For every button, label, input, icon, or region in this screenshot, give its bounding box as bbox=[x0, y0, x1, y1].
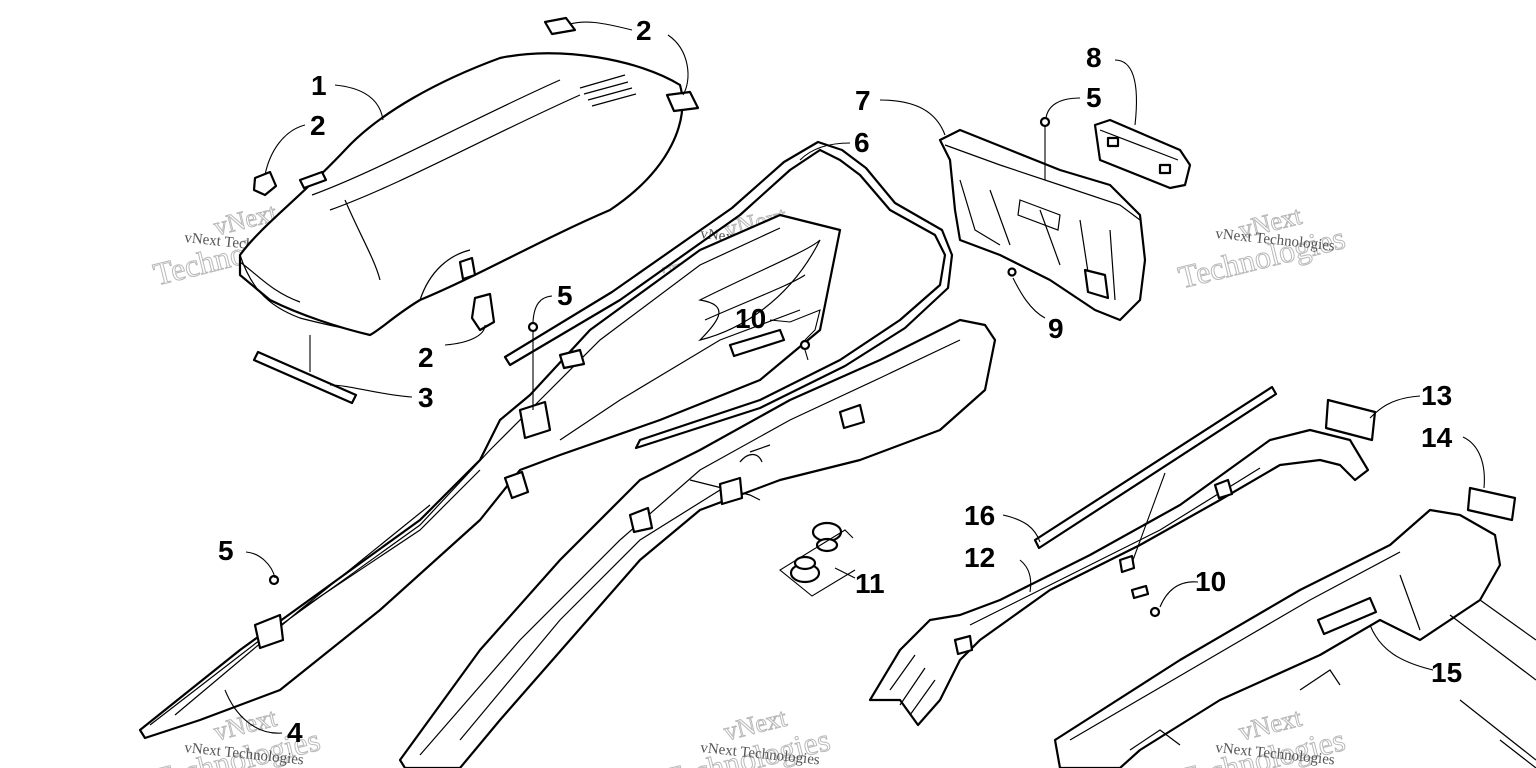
part-5-screw-b bbox=[527, 321, 539, 333]
callout-16: 16 bbox=[964, 500, 995, 531]
part-4-side-panel bbox=[138, 213, 842, 740]
part-13-decal bbox=[1324, 398, 1377, 442]
part-12-right-rail bbox=[868, 428, 1370, 727]
callout-7: 7 bbox=[855, 85, 871, 116]
part-7-tail-bracket bbox=[938, 128, 1147, 322]
part-2-clip-c bbox=[252, 170, 278, 197]
lower-center-panel bbox=[398, 318, 997, 768]
part-6-gasket bbox=[503, 140, 954, 450]
callout-5-left: 5 bbox=[218, 535, 234, 566]
callout-10-upper: 10 bbox=[735, 303, 766, 334]
callout-2-top: 2 bbox=[636, 15, 652, 46]
part-2-clip-b bbox=[665, 90, 700, 113]
part-2-clip-a bbox=[543, 16, 577, 36]
vent-grille bbox=[579, 74, 637, 107]
callout-4: 4 bbox=[287, 717, 303, 748]
part-8-tail-lens bbox=[1093, 118, 1192, 190]
callout-14: 14 bbox=[1421, 422, 1453, 453]
callout-1: 1 bbox=[311, 70, 327, 101]
callout-8: 8 bbox=[1086, 42, 1102, 73]
part-10-fastener-a bbox=[799, 339, 811, 351]
callout-5-middle: 5 bbox=[557, 280, 573, 311]
part-9-screw bbox=[1007, 267, 1017, 277]
part-15-rear-bumper bbox=[1053, 508, 1536, 768]
callout-9: 9 bbox=[1048, 313, 1064, 344]
part-10-fastener-b bbox=[1130, 584, 1161, 618]
callout-2-bottom: 2 bbox=[418, 342, 434, 373]
callout-15: 15 bbox=[1431, 657, 1462, 688]
callout-3: 3 bbox=[418, 382, 434, 413]
callout-10-lower: 10 bbox=[1195, 566, 1226, 597]
callout-11: 11 bbox=[855, 568, 885, 599]
leader-lines bbox=[224, 21, 1485, 734]
callout-13: 13 bbox=[1421, 380, 1452, 411]
part-2-clip-d bbox=[470, 292, 496, 332]
part-5-screw-c bbox=[268, 574, 280, 586]
callout-5-right: 5 bbox=[1086, 82, 1102, 113]
part-14-decal bbox=[1466, 486, 1517, 522]
callout-12: 12 bbox=[964, 542, 995, 573]
part-5-screw-a bbox=[1039, 116, 1051, 128]
callout-labels: 1 2 2 2 3 4 5 5 5 6 7 8 9 10 10 11 12 13… bbox=[218, 15, 1462, 748]
callout-6: 6 bbox=[854, 127, 870, 158]
part-11-bumper bbox=[789, 521, 843, 584]
callout-2-left: 2 bbox=[310, 110, 326, 141]
part-1-seat-cover bbox=[238, 52, 684, 337]
part-3-seal-strip bbox=[252, 350, 358, 405]
part-16-seal-strip bbox=[1033, 385, 1278, 550]
